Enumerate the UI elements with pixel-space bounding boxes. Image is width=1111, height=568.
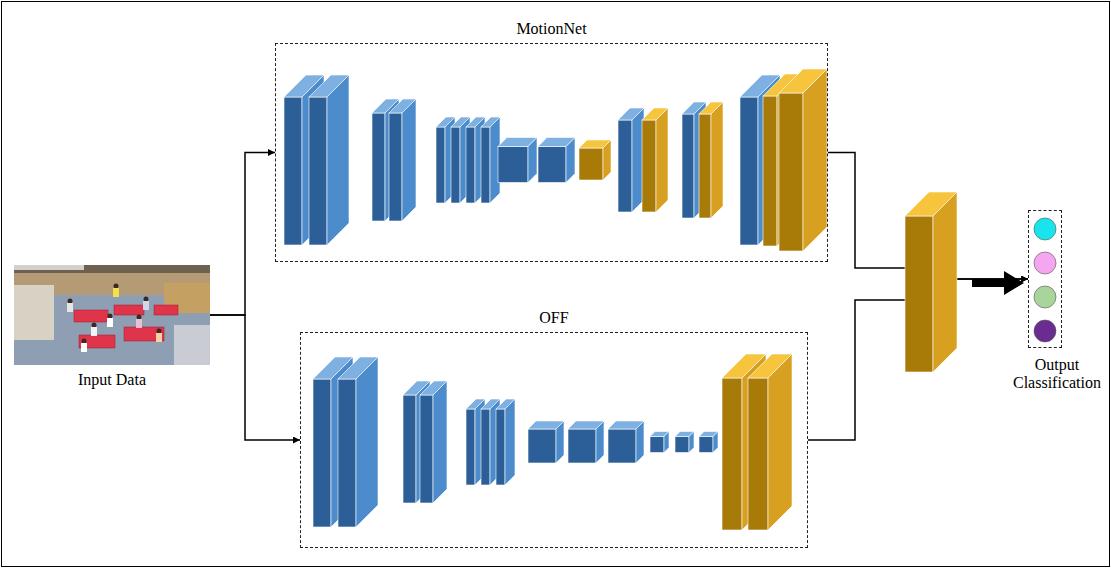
- layer-block: [338, 357, 378, 527]
- block-side: [433, 381, 447, 503]
- block-face: [309, 97, 327, 245]
- block-face: [420, 395, 433, 503]
- block-face: [372, 113, 385, 221]
- block-side: [603, 140, 611, 180]
- block-side: [711, 102, 723, 218]
- block-side: [803, 69, 827, 251]
- layer-block: [675, 432, 694, 453]
- node-label: OFF: [300, 309, 808, 327]
- layer-block: [699, 102, 723, 218]
- block-face: [618, 120, 632, 212]
- dashed-frame: [275, 43, 828, 262]
- block-face: [466, 127, 475, 203]
- layer-block: [650, 432, 669, 453]
- classroom-photo: [14, 265, 210, 365]
- block-face: [682, 114, 694, 218]
- block-face: [338, 379, 356, 527]
- block-face: [905, 216, 933, 372]
- layer-block: [699, 432, 718, 453]
- layer-block: [608, 421, 644, 463]
- layer-block: [618, 108, 644, 212]
- input-image: [14, 265, 210, 365]
- class-dot: [1034, 286, 1056, 308]
- block-face: [466, 409, 475, 485]
- block-face: [699, 114, 711, 218]
- block-side: [636, 421, 644, 463]
- block-side: [656, 108, 668, 212]
- block-side: [528, 138, 537, 183]
- block-face: [284, 97, 302, 245]
- block-face: [748, 378, 768, 530]
- block-side: [689, 432, 694, 453]
- output-classification: Output Classification: [1008, 210, 1106, 420]
- block-face: [389, 113, 402, 221]
- block-side: [664, 432, 669, 453]
- block-face: [436, 127, 445, 203]
- block-side: [327, 75, 349, 245]
- block-face: [538, 147, 566, 183]
- dashed-frame: [300, 332, 808, 548]
- class-dot: [1034, 320, 1056, 342]
- node-label: Output Classification: [1008, 356, 1106, 393]
- input-data: Input Data: [14, 265, 210, 395]
- block-side: [596, 421, 604, 463]
- class-dot: [1034, 252, 1056, 274]
- block-face: [642, 120, 656, 212]
- motionnet-group: MotionNet: [275, 20, 828, 262]
- layer-block: [496, 399, 515, 485]
- node-label: MotionNet: [275, 20, 828, 38]
- off-group: OFF: [300, 309, 808, 548]
- block-side: [768, 354, 792, 530]
- layer-block: [642, 108, 668, 212]
- block-side: [402, 99, 416, 221]
- layer-block: [740, 75, 780, 245]
- layer-block: [309, 75, 349, 245]
- block-face: [568, 429, 596, 463]
- block-side: [505, 399, 515, 485]
- block-face: [496, 409, 505, 485]
- block-face: [699, 437, 713, 453]
- block-face: [313, 379, 331, 527]
- layer-block: [905, 192, 957, 372]
- block-side: [566, 138, 575, 183]
- layer-block: [498, 138, 537, 183]
- dashed-frame: [1028, 210, 1062, 348]
- block-face: [608, 429, 636, 463]
- layer-block: [579, 140, 611, 180]
- block-face: [740, 97, 758, 245]
- block-face: [579, 148, 603, 180]
- block-face: [481, 127, 490, 203]
- class-dot: [1034, 218, 1056, 240]
- layer-block: [538, 138, 575, 183]
- block-face: [451, 127, 460, 203]
- block-face: [403, 395, 416, 503]
- layer-block: [389, 99, 416, 221]
- block-face: [481, 409, 490, 485]
- layer-block: [568, 421, 604, 463]
- connector-arrow: [210, 315, 300, 440]
- block-side: [933, 192, 957, 372]
- layer-block: [528, 421, 564, 463]
- node-label: Input Data: [14, 371, 210, 389]
- output-arrow: [972, 271, 1024, 295]
- block-side: [356, 357, 378, 527]
- block-face: [498, 147, 528, 183]
- block-face: [763, 96, 777, 246]
- block-face: [675, 437, 689, 453]
- block-face: [528, 429, 556, 463]
- block-side: [556, 421, 564, 463]
- block-face: [722, 378, 742, 530]
- layer-block: [779, 69, 827, 251]
- block-face: [650, 437, 664, 453]
- layer-block: [748, 354, 792, 530]
- block-face: [779, 93, 803, 251]
- block-side: [713, 432, 718, 453]
- layer-block: [481, 117, 500, 203]
- layer-block: [420, 381, 447, 503]
- class-dots: [1028, 210, 1062, 348]
- connector-arrow: [210, 153, 275, 316]
